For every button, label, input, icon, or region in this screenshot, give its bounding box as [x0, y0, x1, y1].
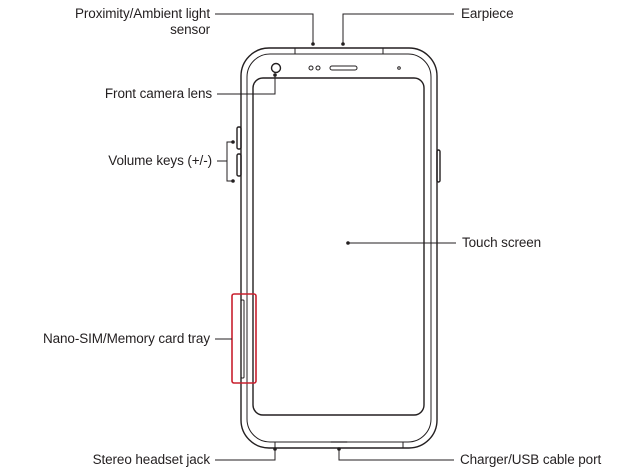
touch-screen-area — [252, 77, 425, 416]
touch-screen-label: Touch screen — [462, 235, 542, 250]
proximity-leader — [215, 13, 314, 44]
proximity-label-line2: sensor — [170, 22, 210, 37]
indicator-dot — [397, 66, 401, 70]
charger-port-leader — [338, 449, 454, 461]
sim-tray-slot — [240, 299, 245, 379]
front-camera-leader — [217, 75, 276, 95]
front-camera-label: Front camera lens — [104, 86, 212, 101]
headset-jack-label: Stereo headset jack — [92, 452, 211, 467]
charger-port-label: Charger/USB cable port — [460, 452, 602, 467]
proximity-label-line1: Proximity/Ambient light — [75, 6, 210, 21]
volume-bracket — [226, 141, 233, 182]
volume-up-key — [236, 126, 242, 150]
earpiece-leader — [342, 13, 454, 44]
power-key — [436, 149, 441, 183]
charger-port-dot — [337, 447, 341, 451]
phone-inner-frame — [246, 53, 432, 443]
earpiece-label: Earpiece — [461, 6, 514, 21]
proximity-sensor-left — [308, 65, 314, 71]
front-camera-dot — [273, 73, 277, 77]
proximity-sensor-right — [315, 65, 321, 71]
earpiece-slot — [329, 65, 358, 71]
proximity-dot — [311, 42, 315, 46]
volume-dot-top — [231, 140, 235, 144]
touch-screen-dot — [346, 241, 350, 245]
proximity-label: Proximity/Ambient light sensor — [75, 6, 210, 38]
phone-outer-frame — [240, 47, 438, 449]
headset-jack-leader — [215, 449, 276, 461]
front-camera-lens — [270, 62, 282, 74]
volume-dot-bottom — [231, 179, 235, 183]
headset-jack-dot — [273, 447, 277, 451]
earpiece-dot — [341, 42, 345, 46]
sim-tray-label: Nano-SIM/Memory card tray — [42, 331, 210, 346]
volume-down-key — [236, 153, 242, 177]
volume-keys-label: Volume keys (+/-) — [108, 153, 212, 168]
